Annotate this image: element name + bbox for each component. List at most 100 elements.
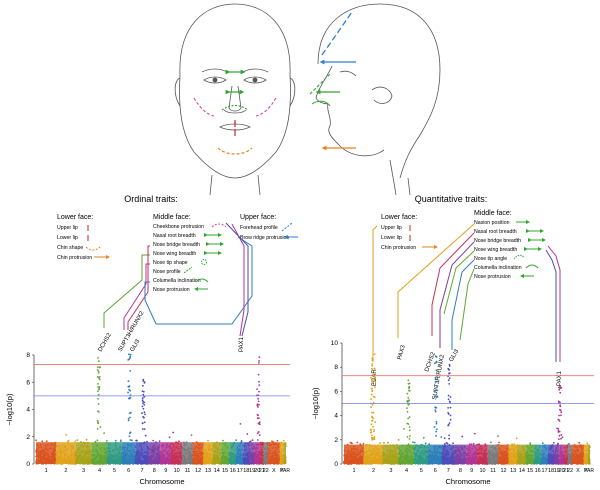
snp-point	[446, 442, 449, 445]
peak-point	[256, 388, 258, 390]
peak-point	[141, 399, 144, 402]
snp-band	[344, 444, 364, 464]
snp-point	[129, 439, 132, 441]
snp-band	[382, 444, 399, 464]
snp-point	[356, 441, 359, 444]
peak-point	[257, 397, 260, 400]
peak-point	[96, 427, 99, 430]
profile-face-illustration	[315, 3, 441, 196]
quantitative-middle-face-box: Middle face: Nasion position Nasal root …	[474, 210, 546, 280]
ordinal-lower-face-box: Lower face: Upper lip Lower lip Chin sha…	[57, 214, 110, 261]
ordinal-middle-item-1: Nasal root breadth	[153, 233, 196, 239]
peak-point	[142, 402, 144, 405]
snp-band	[414, 444, 429, 464]
snp-band	[229, 442, 237, 464]
snp-point	[35, 439, 38, 442]
snp-band	[364, 444, 383, 464]
peak-point	[258, 403, 260, 406]
snp-point	[158, 440, 161, 442]
quant-middle-item-3: Nose wing breadth	[474, 247, 517, 253]
peak-point	[97, 386, 99, 388]
peak-point	[258, 380, 260, 383]
x-tick-label: 3	[82, 468, 85, 474]
quant-lower-title: Lower face:	[381, 214, 417, 221]
snp-point	[409, 435, 411, 437]
peak-point	[96, 366, 99, 368]
snp-point	[106, 439, 108, 442]
peak-point	[141, 422, 144, 424]
snp-point	[96, 439, 99, 442]
snp-band	[212, 442, 221, 464]
x-tick-label: PAR	[280, 468, 290, 474]
peak-point	[144, 413, 146, 416]
x-tick-label: 4	[98, 468, 101, 474]
x-tick-label: 8	[153, 468, 156, 474]
quant-lower-item-0: Upper lip	[381, 225, 402, 231]
snp-band	[160, 442, 172, 464]
snp-band	[249, 442, 255, 464]
snp-band	[398, 444, 415, 464]
ordinal-lower-item-2: Chin shape	[57, 245, 83, 251]
peak-point	[143, 428, 146, 430]
peak-point	[97, 410, 99, 412]
quantitative-gene-labels: EDAR PAX3 DCHS2 SUPT3H/RUNX2 GLI3 PAX1	[372, 344, 563, 400]
snp-point	[152, 439, 155, 442]
peak-point	[141, 397, 144, 400]
snp-point	[271, 440, 273, 443]
quant-lower-item-2: Chin protrusion	[381, 245, 416, 251]
x-tick-label: 11	[185, 468, 191, 474]
peak-point	[127, 380, 130, 383]
ordinal-gene-labels: DCHS2 SUPT3H/RUNX2 GLI3 PAX1	[98, 310, 245, 353]
ordinal-middle-item-0: Cheekbone protrusion	[153, 224, 204, 230]
peak-point	[128, 432, 131, 435]
snp-point	[172, 431, 175, 434]
snp-point	[251, 439, 254, 441]
ordinal-gene-dchs2: DCHS2	[98, 332, 114, 353]
peak-point	[96, 390, 99, 393]
x-tick-label: 5	[113, 468, 116, 474]
ordinal-upper-title: Upper face:	[240, 214, 276, 221]
peak-point	[141, 390, 144, 392]
snp-point	[168, 436, 171, 439]
snp-point	[387, 441, 389, 444]
peak-point	[258, 356, 261, 359]
peak-point	[141, 405, 144, 408]
peak-point	[129, 416, 131, 419]
peak-point	[257, 406, 259, 408]
quant-gene-gli3: GLI3	[449, 348, 461, 363]
peak-point	[143, 381, 146, 383]
peak-point	[96, 376, 99, 378]
ordinal-connectors	[103, 222, 253, 337]
ordinal-middle-item-4: Nose tip shape	[153, 260, 188, 266]
ordinal-middle-item-6: Columella inclination	[153, 278, 201, 284]
ordinal-middle-item-2: Nose bridge breadth	[153, 242, 200, 248]
snp-band	[279, 442, 284, 464]
snp-point	[120, 439, 122, 442]
peak-point	[143, 404, 146, 406]
snp-band	[91, 442, 108, 464]
y-tick-label: 0	[26, 461, 30, 468]
peak-point	[128, 435, 131, 437]
peak-point	[258, 384, 261, 386]
peak-point	[258, 417, 260, 419]
peak-point	[128, 388, 131, 391]
peak-point	[257, 400, 260, 403]
snp-point	[239, 423, 242, 425]
snp-band	[56, 442, 76, 464]
quant-gene-dchs2: DCHS2	[424, 351, 437, 373]
peak-point	[129, 355, 132, 358]
peak-point	[127, 359, 130, 361]
peak-point	[97, 403, 100, 405]
peak-point	[127, 385, 130, 388]
x-tick-label: 1	[45, 468, 48, 474]
ordinal-lower-item-1: Lower lip	[57, 235, 78, 241]
peak-point	[127, 397, 130, 400]
y-tick-label: 8	[26, 352, 30, 359]
peak-point	[98, 376, 101, 378]
x-tick-label: 6	[127, 468, 130, 474]
snp-band	[284, 442, 286, 464]
peak-point	[99, 426, 102, 428]
snp-point	[403, 428, 405, 430]
quantitative-title: Quantitative traits:	[415, 194, 488, 204]
y-tick-label: 6	[334, 388, 338, 395]
